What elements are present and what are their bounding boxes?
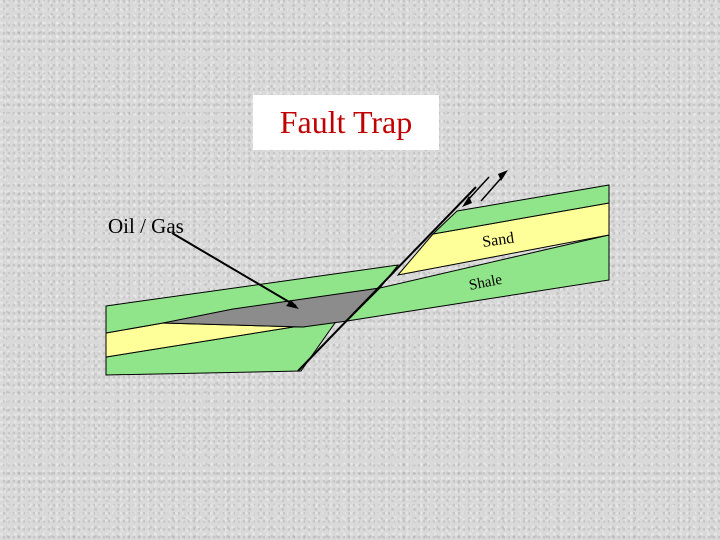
oil-gas-label: Oil / Gas xyxy=(108,214,184,238)
up-arrow xyxy=(481,176,503,201)
fault-motion-arrows xyxy=(462,170,508,207)
right-fault-block xyxy=(347,185,609,321)
down-arrow xyxy=(467,177,489,201)
